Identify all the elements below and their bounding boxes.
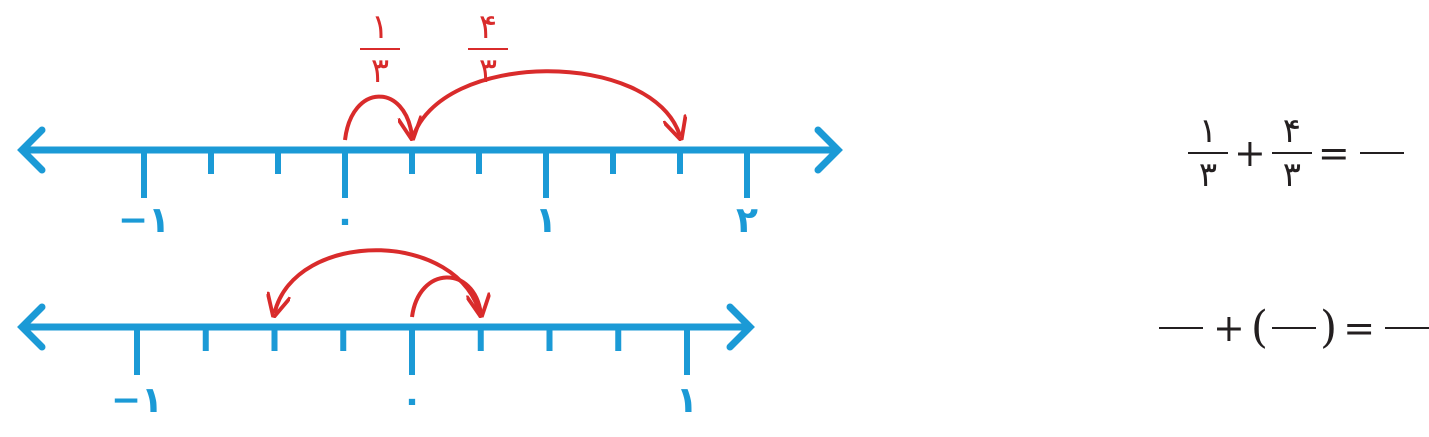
jump-label-one-third: ١ ٣ (360, 8, 400, 90)
jump-arrow (410, 69, 680, 140)
plus-sign: + (1234, 131, 1266, 175)
tick-label: ٢ (736, 200, 758, 241)
fraction-bar (1271, 152, 1312, 154)
equals-sign: = (1317, 131, 1350, 175)
answer-blank[interactable] (1359, 152, 1404, 154)
close-paren: ) (1320, 302, 1338, 353)
numerator: ١ (1198, 111, 1218, 151)
right-arrow-icon (814, 126, 843, 174)
equation-top: ١ ٣ + ۴ ٣ = (1188, 112, 1408, 194)
denominator: ٣ (1198, 155, 1218, 195)
tick-label: −١ (111, 380, 163, 421)
denominator: ٣ (1282, 155, 1301, 195)
right-arrow-icon (726, 303, 755, 351)
jump-label-four-thirds: ۴ ٣ (468, 8, 508, 90)
equation-bottom: + ( ) = (1155, 302, 1429, 353)
denominator: ٣ (478, 51, 498, 91)
blank-first[interactable] (1159, 326, 1203, 329)
tick-label: ١ (535, 200, 557, 241)
fraction-a: ١ ٣ (1188, 112, 1228, 194)
left-arrow-icon (17, 303, 46, 351)
tick-label: −١ (118, 200, 170, 241)
denominator: ٣ (370, 51, 390, 91)
fraction-bar (468, 48, 508, 50)
numerator: ۴ (1282, 111, 1301, 151)
blank-second[interactable] (1272, 326, 1317, 329)
answer-blank[interactable] (1385, 326, 1429, 329)
jump-arrow (410, 275, 481, 317)
fraction-bar (360, 48, 400, 50)
tick-label: ١ (676, 380, 698, 421)
jump-arrow (275, 248, 483, 317)
jump-arrow (343, 94, 412, 140)
equals-sign: = (1343, 305, 1376, 350)
plus-sign: + (1213, 305, 1245, 350)
open-paren: ( (1250, 302, 1269, 353)
numerator: ١ (370, 7, 390, 47)
numerator: ۴ (478, 7, 498, 47)
tick-label: ٠ (401, 380, 423, 421)
tick-label: ٠ (334, 200, 356, 241)
fraction-b: ۴ ٣ (1271, 111, 1312, 195)
left-arrow-icon (17, 126, 46, 174)
fraction-bar (1188, 152, 1228, 154)
